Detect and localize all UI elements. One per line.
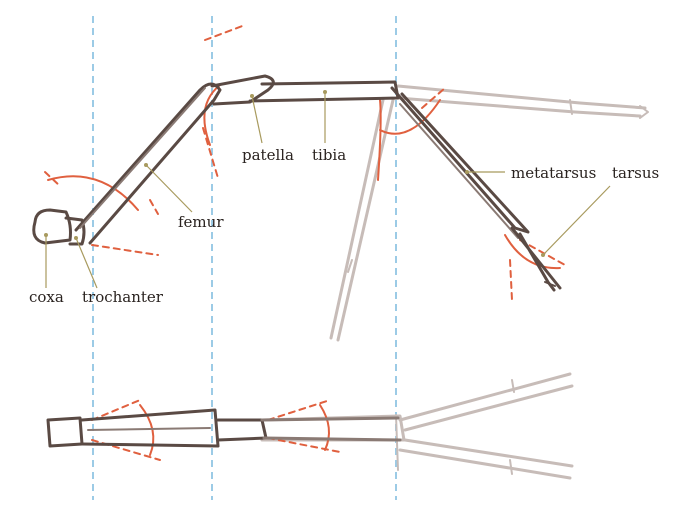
top-patella-segment xyxy=(216,418,268,442)
label-femur: femur xyxy=(178,213,224,231)
metatarsus-segment xyxy=(390,86,530,234)
top-femur-segment xyxy=(80,408,220,448)
coxa-segment xyxy=(32,208,72,245)
top-coxa-segment xyxy=(46,416,84,448)
label-tibia: tibia xyxy=(312,146,346,164)
tibia-segment xyxy=(248,80,400,103)
top-view-pale-segments xyxy=(260,372,574,480)
label-tarsus: tarsus xyxy=(612,164,659,182)
label-metatarsus: metatarsus xyxy=(511,164,596,182)
label-trochanter: trochanter xyxy=(82,288,164,306)
side-view-leg: coxa trochanter femur patella tibia meta… xyxy=(29,24,659,342)
construction-marks-side xyxy=(44,24,566,301)
trochanter-segment xyxy=(64,216,86,246)
leader-lines xyxy=(44,90,611,289)
far-leg-pale xyxy=(329,84,649,342)
femur-segment xyxy=(74,82,222,245)
tarsus-segment xyxy=(510,226,562,292)
guide-lines xyxy=(92,16,397,500)
top-tibia-segment xyxy=(260,416,402,442)
label-coxa: coxa xyxy=(29,288,64,306)
label-patella: patella xyxy=(242,146,294,164)
top-view-leg xyxy=(46,372,574,480)
